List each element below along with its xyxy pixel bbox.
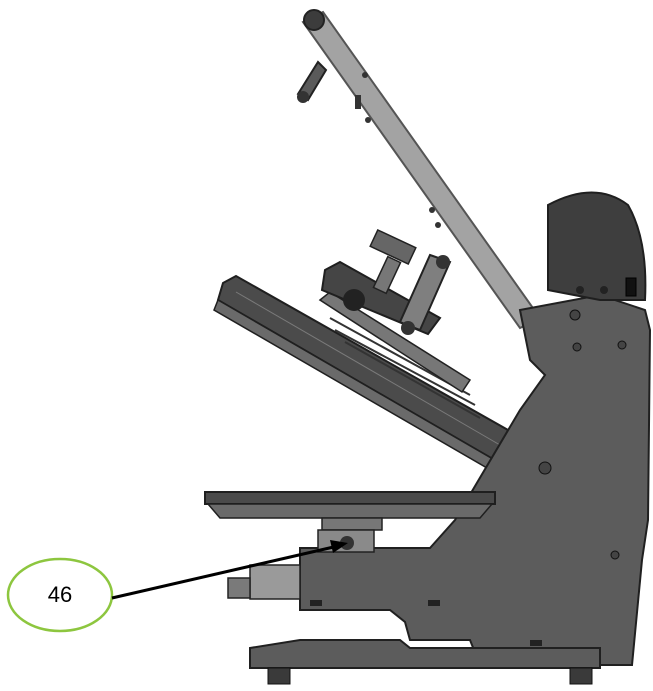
lever-arm bbox=[296, 9, 542, 330]
callout-label: 46 bbox=[47, 582, 73, 607]
callout-arrowhead bbox=[330, 540, 348, 553]
rubber-feet bbox=[267, 667, 593, 685]
callout-arrow bbox=[111, 544, 339, 600]
upper-platen bbox=[213, 274, 510, 474]
front-knob bbox=[227, 564, 301, 600]
callout-circle bbox=[6, 557, 114, 633]
lower-platen bbox=[204, 491, 496, 531]
callout-46 bbox=[6, 540, 348, 633]
pressure-adjust-assembly bbox=[320, 228, 452, 336]
press-frame bbox=[249, 191, 652, 669]
